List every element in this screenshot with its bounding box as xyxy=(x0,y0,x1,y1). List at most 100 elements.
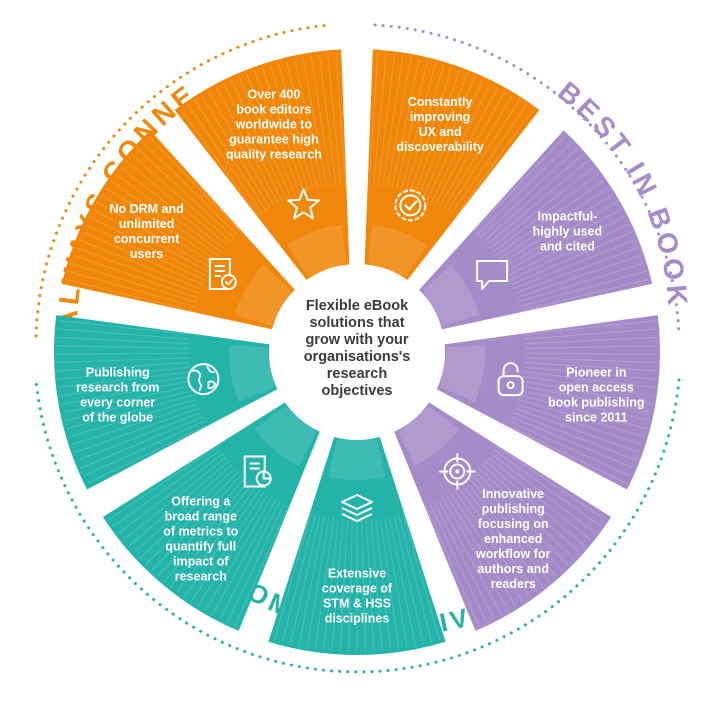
segment-label-line: UX and xyxy=(419,125,462,139)
segment-label-line: highly used xyxy=(533,225,602,239)
segment-inner-tab xyxy=(229,345,275,403)
center-line: research xyxy=(327,366,387,382)
document-chart-icon xyxy=(243,455,272,488)
segment-label-line: of metrics to xyxy=(163,525,238,539)
segment-wedge xyxy=(268,437,446,655)
globe-icon xyxy=(187,363,220,396)
outer-dotted-ring xyxy=(34,23,681,674)
center-line: Flexible eBook xyxy=(306,298,409,314)
segment-label-line: book editors xyxy=(236,103,311,117)
segment-hatching xyxy=(180,52,346,217)
target-icon xyxy=(439,453,476,490)
segment-hatching xyxy=(368,52,534,217)
center-line: solutions that xyxy=(309,315,404,331)
ring-arc-comprehensive xyxy=(34,378,681,674)
segment-label-line: focusing on xyxy=(478,517,549,531)
padlock-open-icon xyxy=(497,362,524,397)
center-circle xyxy=(274,269,440,435)
segment-label-line: coverage of xyxy=(322,582,393,596)
segment-label-line: quality research xyxy=(226,148,322,162)
segment-label-line: readers xyxy=(491,577,536,591)
segment-wedge xyxy=(364,49,540,280)
segment-label-line: impact of xyxy=(173,555,229,569)
segment-label-line: worldwide to xyxy=(235,118,313,132)
segment-label-line: since 2011 xyxy=(565,411,628,425)
segment-label-line: No DRM and xyxy=(109,202,183,216)
segment-label-line: enhanced xyxy=(484,532,542,546)
segment-wedge xyxy=(174,49,350,280)
center-line: grow with your xyxy=(305,332,408,348)
segment-label-line: disciplines xyxy=(325,612,390,626)
segment-label-line: research xyxy=(175,570,227,584)
segment-label-line: discoverability xyxy=(396,140,484,154)
segment-inner-tab xyxy=(254,406,317,467)
segment-label-line: concurrent xyxy=(114,232,180,246)
segment-hatching xyxy=(57,320,207,484)
segment-label-line: Extensive xyxy=(328,567,386,581)
layers-icon xyxy=(341,494,373,522)
segment-label-line: publishing xyxy=(482,502,545,516)
badge-check-icon xyxy=(394,189,427,222)
segment-label-line: authors and xyxy=(477,562,549,576)
segment-inner-tab xyxy=(287,224,347,277)
segment-label-line: Impactful- xyxy=(538,210,598,224)
ring-arc-always-connected xyxy=(34,23,332,338)
segment-label-line: STM & HSS xyxy=(323,597,391,611)
segment-inner-tab xyxy=(367,224,427,277)
segment-inner-tab xyxy=(234,264,292,326)
center-line: objectives xyxy=(322,383,393,399)
segment-label-line: open access xyxy=(559,381,634,395)
segment-label-line: Pioneer in xyxy=(566,366,626,380)
segment-label-line: improving xyxy=(410,110,470,124)
segment-label-line: workflow for xyxy=(475,547,550,561)
segment-label-line: Constantly xyxy=(408,95,473,109)
segment-hatching xyxy=(108,445,290,627)
segment-wedge xyxy=(61,130,295,330)
speech-bubble-icon xyxy=(476,260,509,290)
segment-hatching xyxy=(507,320,657,484)
segment-label-line: broad range xyxy=(165,510,237,524)
document-check-icon xyxy=(208,258,237,290)
segment-label-line: research from xyxy=(76,381,159,395)
segment-label-line: of the globe xyxy=(82,411,153,425)
segment-hatching xyxy=(65,135,241,312)
segment-wedge xyxy=(394,402,612,631)
segment-hatching xyxy=(273,513,441,652)
segment-label-line: Over 400 xyxy=(247,88,300,102)
center-line: organisations's xyxy=(304,349,411,365)
segment-label-line: quantify full xyxy=(165,540,236,554)
segment-label-line: unlimited xyxy=(119,217,175,231)
segment-label-line: Offering a xyxy=(171,495,231,509)
segment-label-line: users xyxy=(130,247,163,261)
segment-label-line: every corner xyxy=(80,396,155,410)
segment-wedge xyxy=(436,315,660,490)
segment-label-line: book publishing xyxy=(548,396,645,410)
segment-label-line: guarantee high xyxy=(229,133,319,147)
segment-hatching xyxy=(473,135,649,312)
segment-inner-tab xyxy=(328,439,386,481)
segment-wedge xyxy=(54,315,278,490)
segment-inner-tab xyxy=(422,264,480,326)
